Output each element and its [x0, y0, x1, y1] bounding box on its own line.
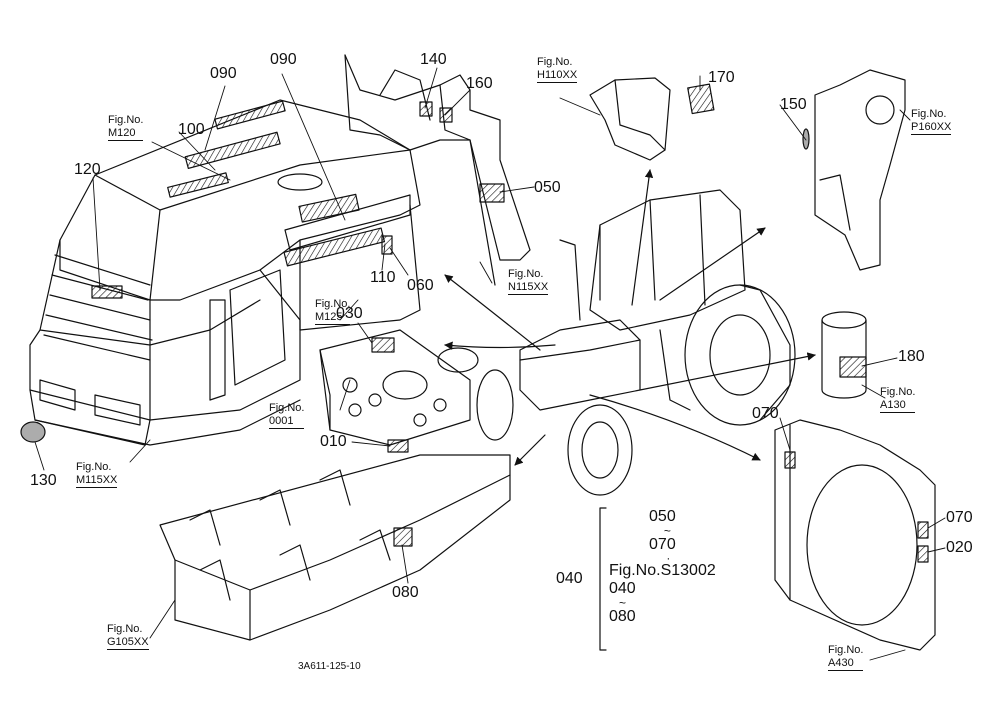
- cab-bracket-h110: [589, 77, 715, 161]
- part-180: 180: [898, 348, 925, 365]
- part-020: 020: [946, 539, 973, 556]
- part-090-a: 090: [210, 65, 237, 82]
- part-070-b: 070: [946, 509, 973, 526]
- part-140: 140: [420, 51, 447, 68]
- hood-assembly: [29, 99, 421, 446]
- part-170: 170: [708, 69, 735, 86]
- fig-ref-a430: Fig.No.A430: [828, 644, 864, 671]
- side-panel: [344, 54, 531, 286]
- platform-plate: [319, 329, 479, 453]
- bracket-p160: [802, 69, 906, 271]
- part-150: 150: [780, 96, 807, 113]
- part-010: 010: [320, 433, 347, 450]
- part-080: 080: [392, 584, 419, 601]
- fig-ref-p160xx: Fig.No.P160XX: [911, 108, 952, 135]
- fig-ref-0001: Fig.No.0001: [269, 402, 305, 429]
- range-note-label: 040: [556, 570, 583, 587]
- fig-ref-h110xx: Fig.No.H110XX: [537, 56, 578, 83]
- emblem-130-shape: [20, 421, 46, 443]
- fig-ref-m115xx: Fig.No.M115XX: [76, 461, 118, 488]
- leader-lines: [34, 67, 946, 661]
- part-030: 030: [336, 305, 363, 322]
- fig-ref-m125: Fig.No.M125: [315, 298, 351, 325]
- assembly-arrows: [444, 169, 816, 466]
- part-070-a: 070: [752, 405, 779, 422]
- part-090-b: 090: [270, 51, 297, 68]
- radiator-frame-a430: [774, 419, 936, 651]
- part-160: 160: [466, 75, 493, 92]
- fig-ref-g105xx: Fig.No.G105XX: [107, 623, 149, 650]
- lower-frame: [159, 454, 511, 641]
- range-bracket: [599, 507, 607, 651]
- range-note-block: 050 ~ 070 · Fig.No.S13002 040 ~ 080: [609, 508, 716, 625]
- filter-a130: [821, 311, 867, 399]
- part-050: 050: [534, 179, 561, 196]
- drawing-code: 3A611-125-10: [298, 661, 361, 672]
- tractor: [476, 189, 796, 496]
- fig-ref-m120: Fig.No.M120: [108, 114, 144, 141]
- part-120: 120: [74, 161, 101, 178]
- part-130: 130: [30, 472, 57, 489]
- fig-ref-a130: Fig.No.A130: [880, 386, 916, 413]
- fig-ref-n115xx: Fig.No.N115XX: [508, 268, 549, 295]
- part-110: 110: [370, 269, 396, 286]
- part-100: 100: [178, 121, 205, 138]
- part-060: 060: [407, 277, 434, 294]
